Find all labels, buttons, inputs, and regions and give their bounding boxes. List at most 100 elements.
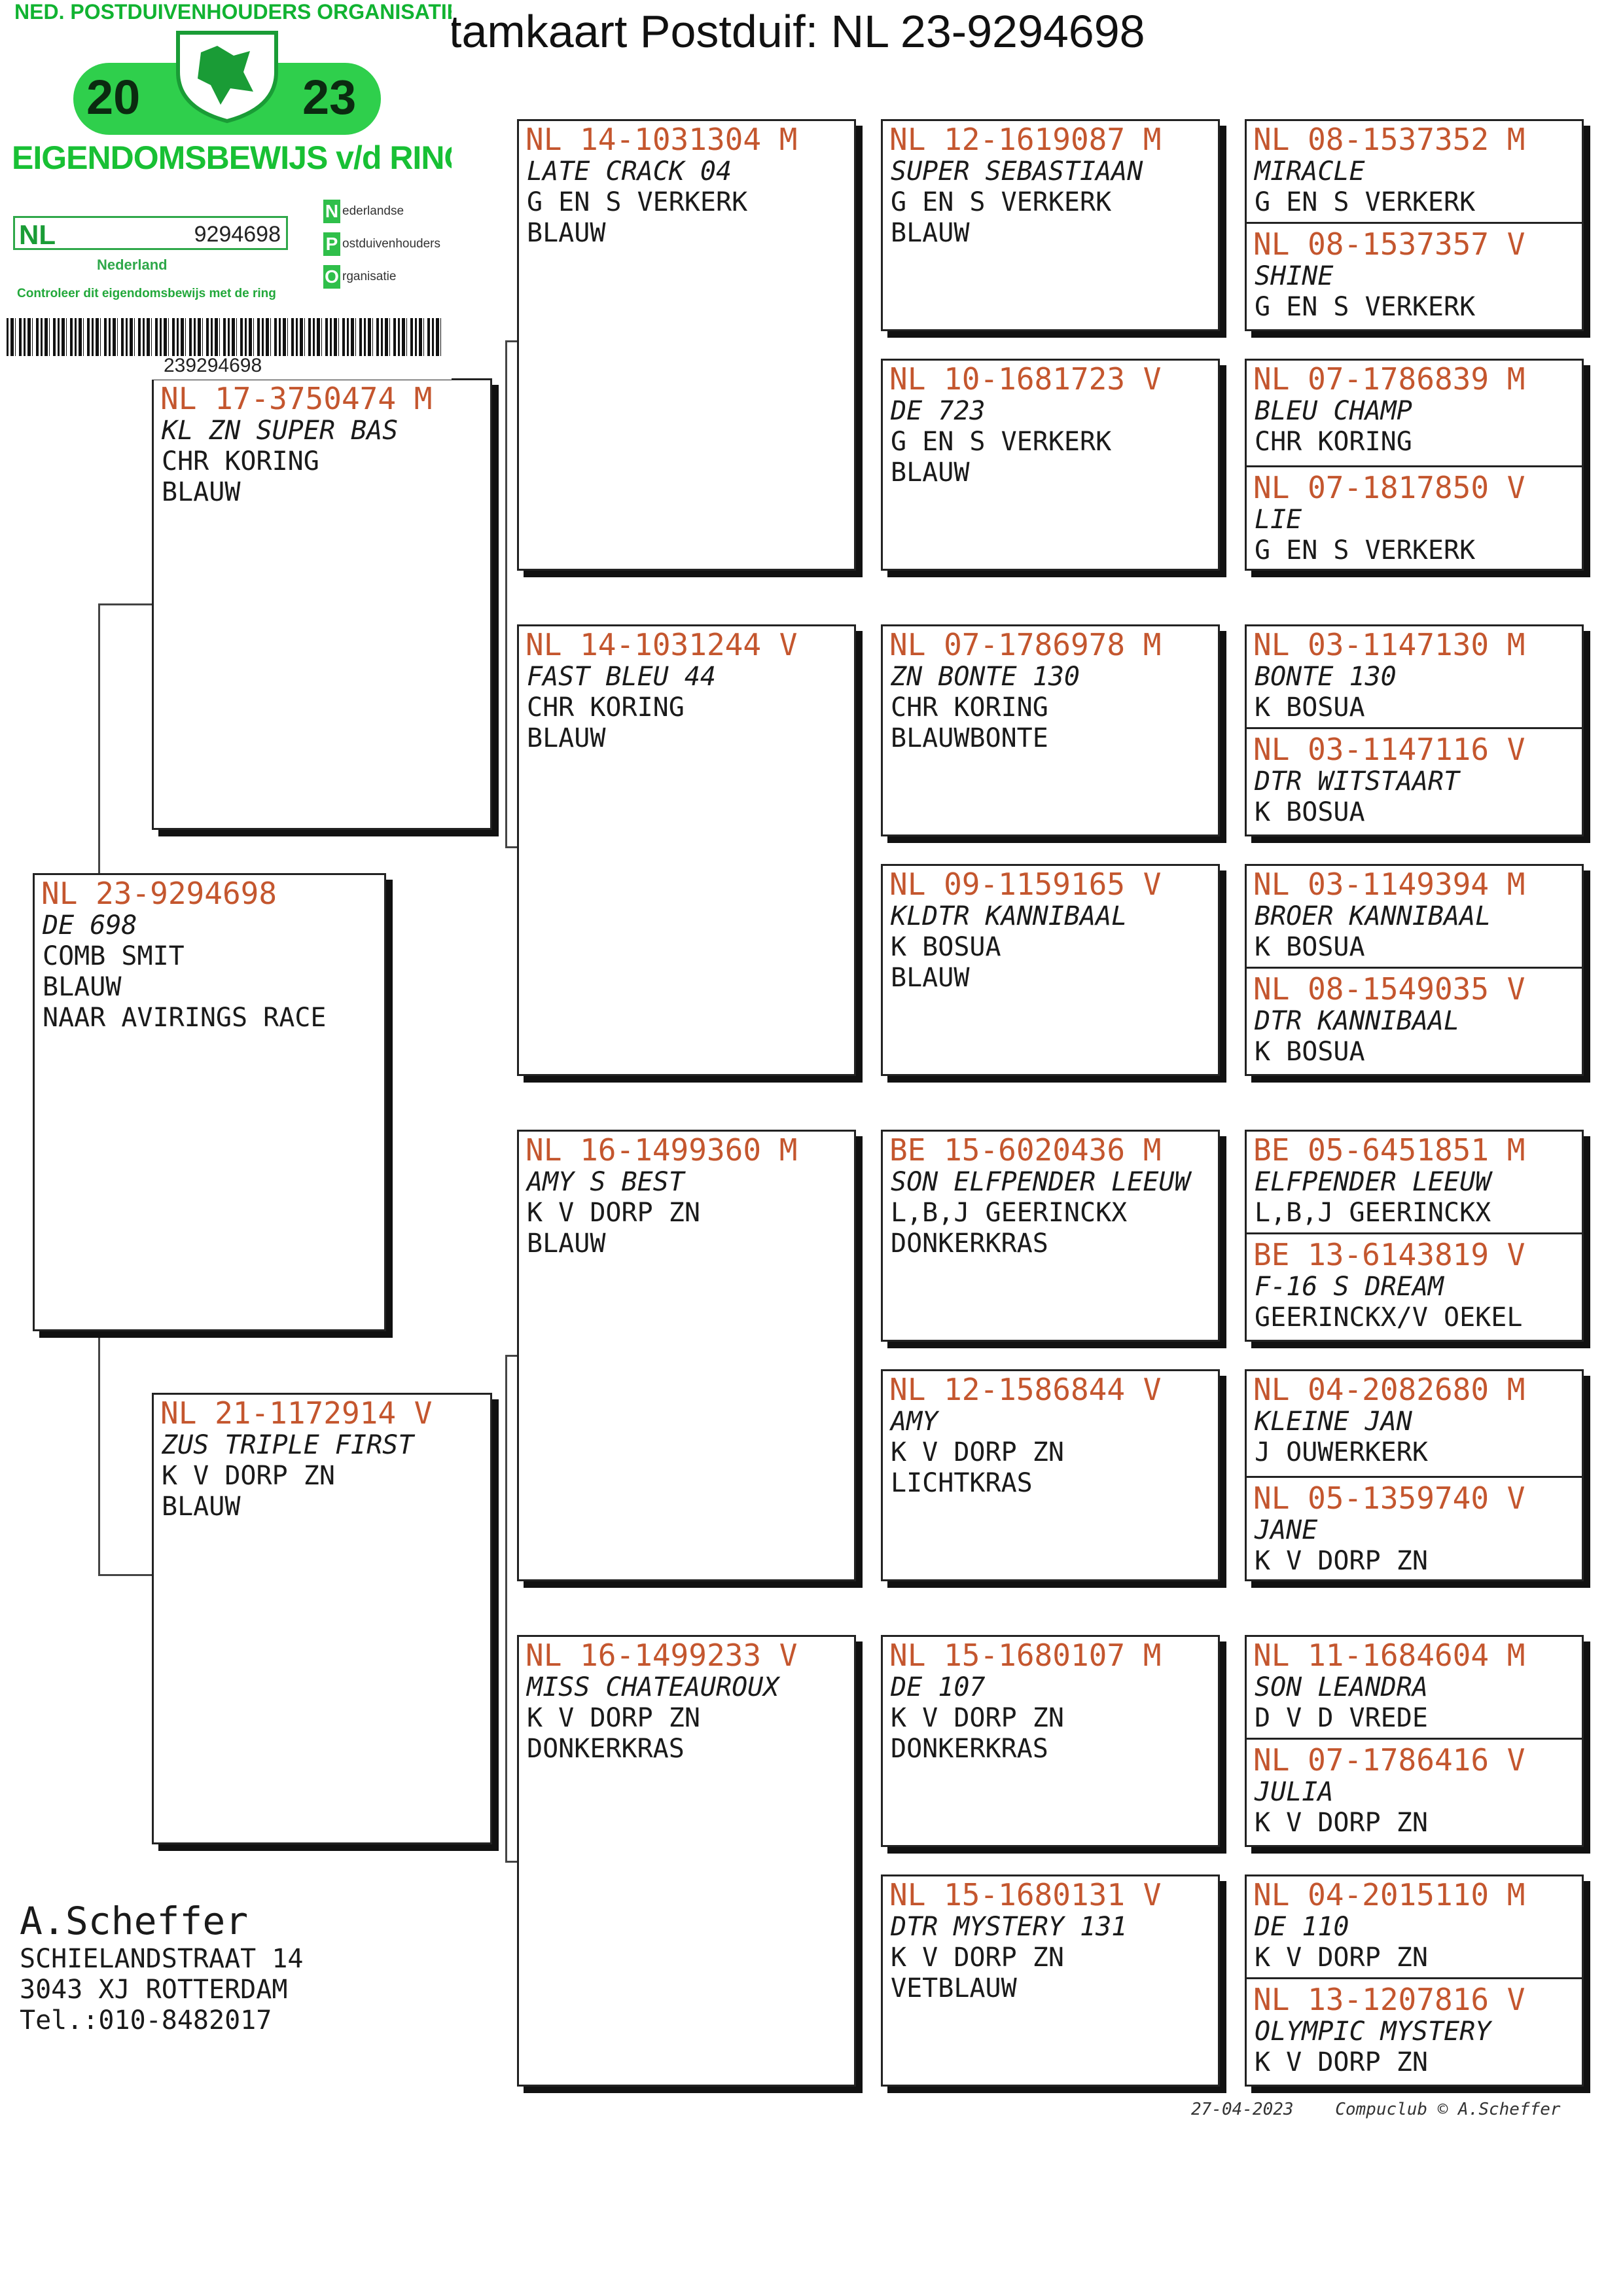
pigeon-detail: K V DORP ZN <box>1255 1808 1428 1838</box>
pedigree-gen4-entry: NL 07-1817850 V LIE G EN S VERKERK <box>1247 469 1582 566</box>
pigeon-detail: DONKERKRAS <box>527 1734 685 1764</box>
pigeon-name: AMY <box>891 1407 938 1437</box>
pair-divider <box>1247 222 1582 224</box>
certificate-ring-field: NL 9294698 <box>13 216 288 250</box>
pigeon-detail: G EN S VERKERK <box>1255 292 1476 322</box>
pigeon-detail: G EN S VERKERK <box>1255 187 1476 217</box>
ring-number: NL 05-1359740 V <box>1253 1480 1525 1516</box>
pigeon-name: ZUS TRIPLE FIRST <box>162 1430 414 1460</box>
pedigree-gen4-pair: NL 04-2015110 M DE 110 K V DORP ZN NL 13… <box>1245 1874 1584 2087</box>
pigeon-detail: CHR KORING <box>162 446 319 476</box>
pedigree-gen2-box: NL 16-1499233 V MISS CHATEAUROUX K V DOR… <box>517 1635 856 2087</box>
pedigree-gen3-box: BE 15-6020436 M SON ELFPENDER LEEUW L,B,… <box>881 1130 1220 1342</box>
ring-number: NL 04-2082680 M <box>1253 1372 1525 1407</box>
ring-number: NL 12-1586844 V <box>889 1372 1162 1407</box>
ring-number: NL 04-2015110 M <box>1253 1877 1525 1912</box>
npo-word: rganisatie <box>342 270 397 283</box>
pigeon-detail: K V DORP ZN <box>891 1943 1064 1973</box>
ring-number: BE 15-6020436 M <box>889 1132 1162 1168</box>
pigeon-detail: K V DORP ZN <box>1255 2047 1428 2077</box>
ring-number: NL 16-1499233 V <box>526 1638 798 1673</box>
pigeon-name: DTR WITSTAART <box>1255 766 1460 797</box>
certificate-ring-number: 9294698 <box>194 222 281 247</box>
pigeon-detail: K V DORP ZN <box>1255 1546 1428 1576</box>
pair-divider <box>1247 727 1582 729</box>
ring-number: NL 07-1817850 V <box>1253 470 1525 505</box>
pedigree-gen3-box: NL 12-1619087 M SUPER SEBASTIAAN G EN S … <box>881 119 1220 331</box>
ring-number: NL 10-1681723 V <box>889 361 1162 397</box>
pedigree-gen4-entry: NL 13-1207816 V OLYMPIC MYSTERY K V DORP… <box>1247 1981 1582 2078</box>
ring-number: NL 12-1619087 M <box>889 122 1162 157</box>
pedigree-gen4-entry: BE 05-6451851 M ELFPENDER LEEUW L,B,J GE… <box>1247 1132 1582 1229</box>
pair-divider <box>1247 1738 1582 1740</box>
pigeon-name: LIE <box>1255 505 1302 535</box>
ring-number: BE 05-6451851 M <box>1253 1132 1525 1168</box>
pigeon-detail: L,B,J GEERINCKX <box>891 1198 1128 1228</box>
pigeon-name: KLEINE JAN <box>1255 1407 1412 1437</box>
pigeon-detail: BLAUW <box>162 477 241 507</box>
pigeon-name: KLDTR KANNIBAAL <box>891 901 1128 931</box>
pair-divider <box>1247 1232 1582 1234</box>
pigeon-name: SON LEANDRA <box>1255 1672 1428 1702</box>
pigeon-detail: BLAUWBONTE <box>891 723 1048 753</box>
pigeon-detail: BLAUW <box>891 457 970 488</box>
lion-shield-icon <box>176 31 278 124</box>
pigeon-name: AMY S BEST <box>527 1167 685 1197</box>
connector-dam <box>505 1355 522 1863</box>
pigeon-name: F-16 S DREAM <box>1255 1272 1444 1302</box>
pigeon-name: BONTE 130 <box>1255 662 1397 692</box>
pedigree-gen4-pair: NL 03-1149394 M BROER KANNIBAAL K BOSUA … <box>1245 864 1584 1076</box>
pigeon-detail: D V D VREDE <box>1255 1703 1428 1733</box>
pedigree-sire: NL 17-3750474 M KL ZN SUPER BAS CHR KORI… <box>152 378 492 830</box>
pigeon-detail: GEERINCKX/V OEKEL <box>1255 1302 1523 1333</box>
ring-number: NL 03-1147130 M <box>1253 627 1525 662</box>
ring-number: NL 21-1172914 V <box>160 1395 433 1431</box>
pigeon-detail: K BOSUA <box>1255 1037 1365 1067</box>
pigeon-detail: K BOSUA <box>1255 932 1365 962</box>
ring-number: NL 13-1207816 V <box>1253 1982 1525 2017</box>
ring-certificate: NED. POSTDUIVENHOUDERS ORGANISATIE 20 23… <box>0 0 452 380</box>
ring-number: NL 23-9294698 <box>41 876 277 911</box>
certificate-year-right: 23 <box>302 70 357 124</box>
pigeon-detail: K V DORP ZN <box>891 1437 1064 1467</box>
pigeon-name: DTR KANNIBAAL <box>1255 1006 1460 1036</box>
pigeon-detail: K BOSUA <box>891 932 1001 962</box>
pigeon-detail: K V DORP ZN <box>527 1703 700 1733</box>
npo-letter: N <box>323 199 340 223</box>
pigeon-name: KL ZN SUPER BAS <box>162 416 399 446</box>
pigeon-name: SON ELFPENDER LEEUW <box>891 1167 1190 1197</box>
pedigree-gen4-entry: BE 13-6143819 V F-16 S DREAM GEERINCKX/V… <box>1247 1236 1582 1333</box>
pigeon-detail: COMB SMIT <box>43 941 185 971</box>
pigeon-name: JULIA <box>1255 1777 1334 1807</box>
pigeon-detail: CHR KORING <box>1255 427 1412 457</box>
owner-name: A.Scheffer <box>20 1899 249 1943</box>
pigeon-name: ELFPENDER LEEUW <box>1255 1167 1491 1197</box>
pedigree-gen4-pair: BE 05-6451851 M ELFPENDER LEEUW L,B,J GE… <box>1245 1130 1584 1342</box>
ring-number: NL 17-3750474 M <box>160 381 433 416</box>
pedigree-gen3-box: NL 07-1786978 M ZN BONTE 130 CHR KORING … <box>881 624 1220 836</box>
ring-number: NL 14-1031244 V <box>526 627 798 662</box>
pedigree-gen4-entry: NL 08-1549035 V DTR KANNIBAAL K BOSUA <box>1247 971 1582 1067</box>
certificate-country-code: NL <box>19 219 56 250</box>
pigeon-detail: DONKERKRAS <box>891 1734 1048 1764</box>
pair-divider <box>1247 1476 1582 1478</box>
pedigree-gen2-box: NL 16-1499360 M AMY S BEST K V DORP ZN B… <box>517 1130 856 1581</box>
pigeon-name: DE 110 <box>1255 1912 1349 1942</box>
pigeon-detail: BLAUW <box>43 972 122 1002</box>
ring-number: NL 15-1680131 V <box>889 1877 1162 1912</box>
pigeon-name: BLEU CHAMP <box>1255 396 1412 426</box>
pedigree-gen4-pair: NL 03-1147130 M BONTE 130 K BOSUA NL 03-… <box>1245 624 1584 836</box>
pedigree-gen4-entry: NL 08-1537352 M MIRACLE G EN S VERKERK <box>1247 121 1582 218</box>
pigeon-detail: K V DORP ZN <box>527 1198 700 1228</box>
pigeon-detail: BLAUW <box>162 1492 241 1522</box>
pigeon-name: DE 107 <box>891 1672 986 1702</box>
pigeon-name: DTR MYSTERY 131 <box>891 1912 1128 1942</box>
pigeon-detail: BLAUW <box>891 218 970 248</box>
pedigree-gen4-entry: NL 04-2015110 M DE 110 K V DORP ZN <box>1247 1876 1582 1973</box>
pigeon-name: MISS CHATEAUROUX <box>527 1672 779 1702</box>
pigeon-detail: G EN S VERKERK <box>891 187 1112 217</box>
npo-letter: P <box>323 232 340 256</box>
certificate-title: EIGENDOMSBEWIJS v/d RING <box>12 139 452 176</box>
pedigree-dam: NL 21-1172914 V ZUS TRIPLE FIRST K V DOR… <box>152 1393 492 1844</box>
